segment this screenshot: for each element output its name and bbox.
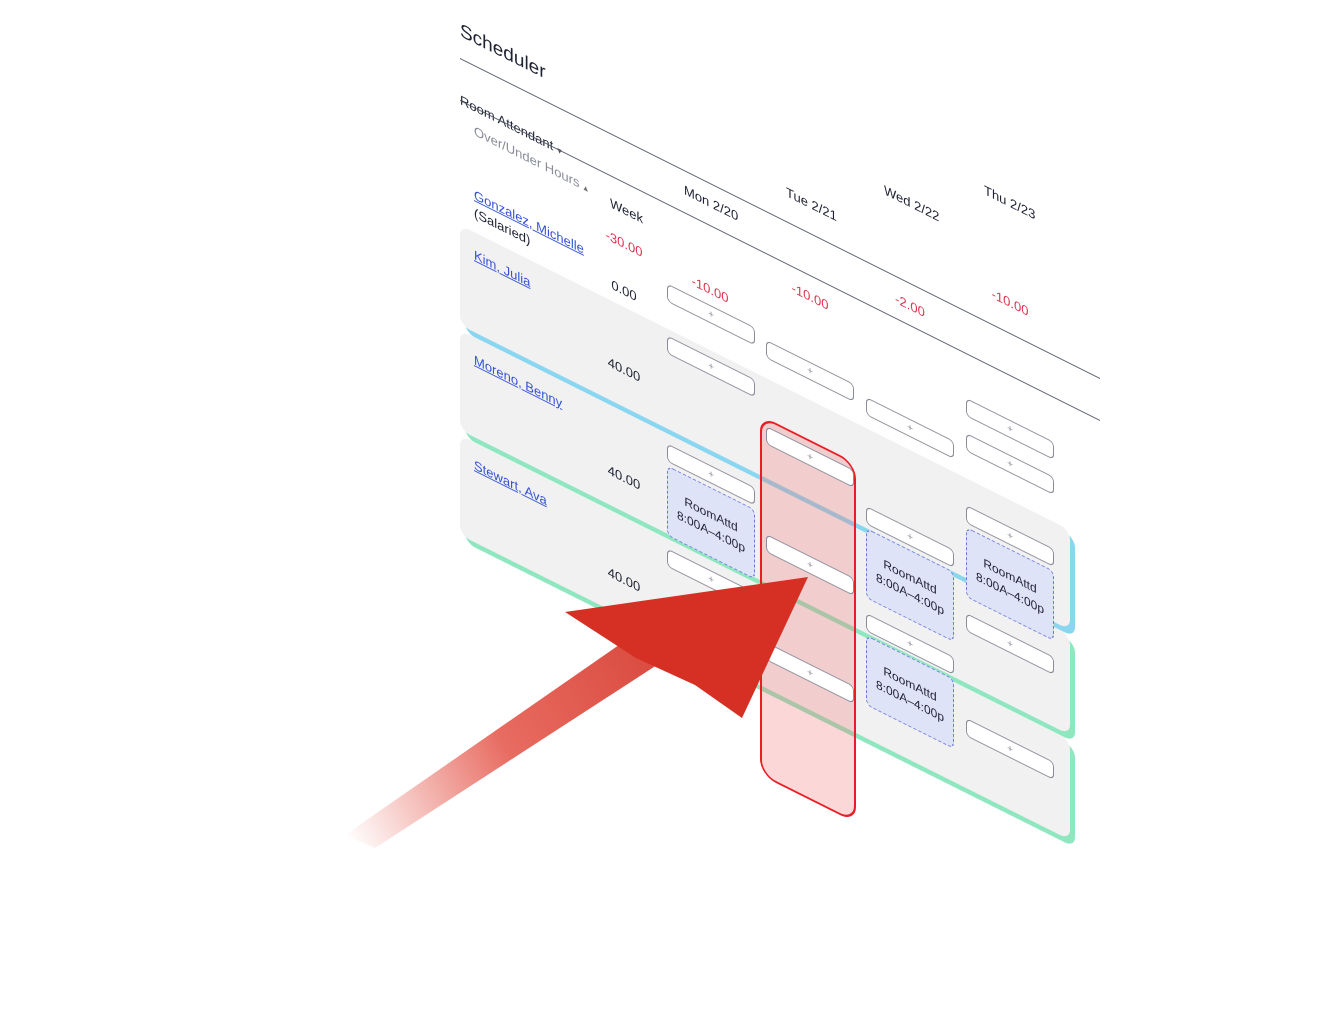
wed-total: -2.00 [895,290,925,321]
page-title: Scheduler [460,20,546,84]
column-header-mon: Mon 2/20 [684,182,739,225]
column-header-week: Week [610,195,643,227]
column-header-tue: Tue 2/21 [786,184,837,225]
column-header-wed: Wed 2/22 [884,182,940,225]
tue-total: -10.00 [791,279,829,314]
add-shift-button[interactable]: + [766,534,854,596]
thu-total: -10.00 [991,285,1029,320]
tuesday-highlight: + + + [760,415,856,823]
scheduler-stage: Scheduler Room Attendant▾ Over/Under Hou… [460,20,1100,1020]
week-total: -30.00 [605,226,643,261]
caret-up-icon: ▴ [583,181,589,195]
column-header-thu: Thu 2/23 [984,182,1036,223]
add-shift-button[interactable]: + [766,642,854,704]
